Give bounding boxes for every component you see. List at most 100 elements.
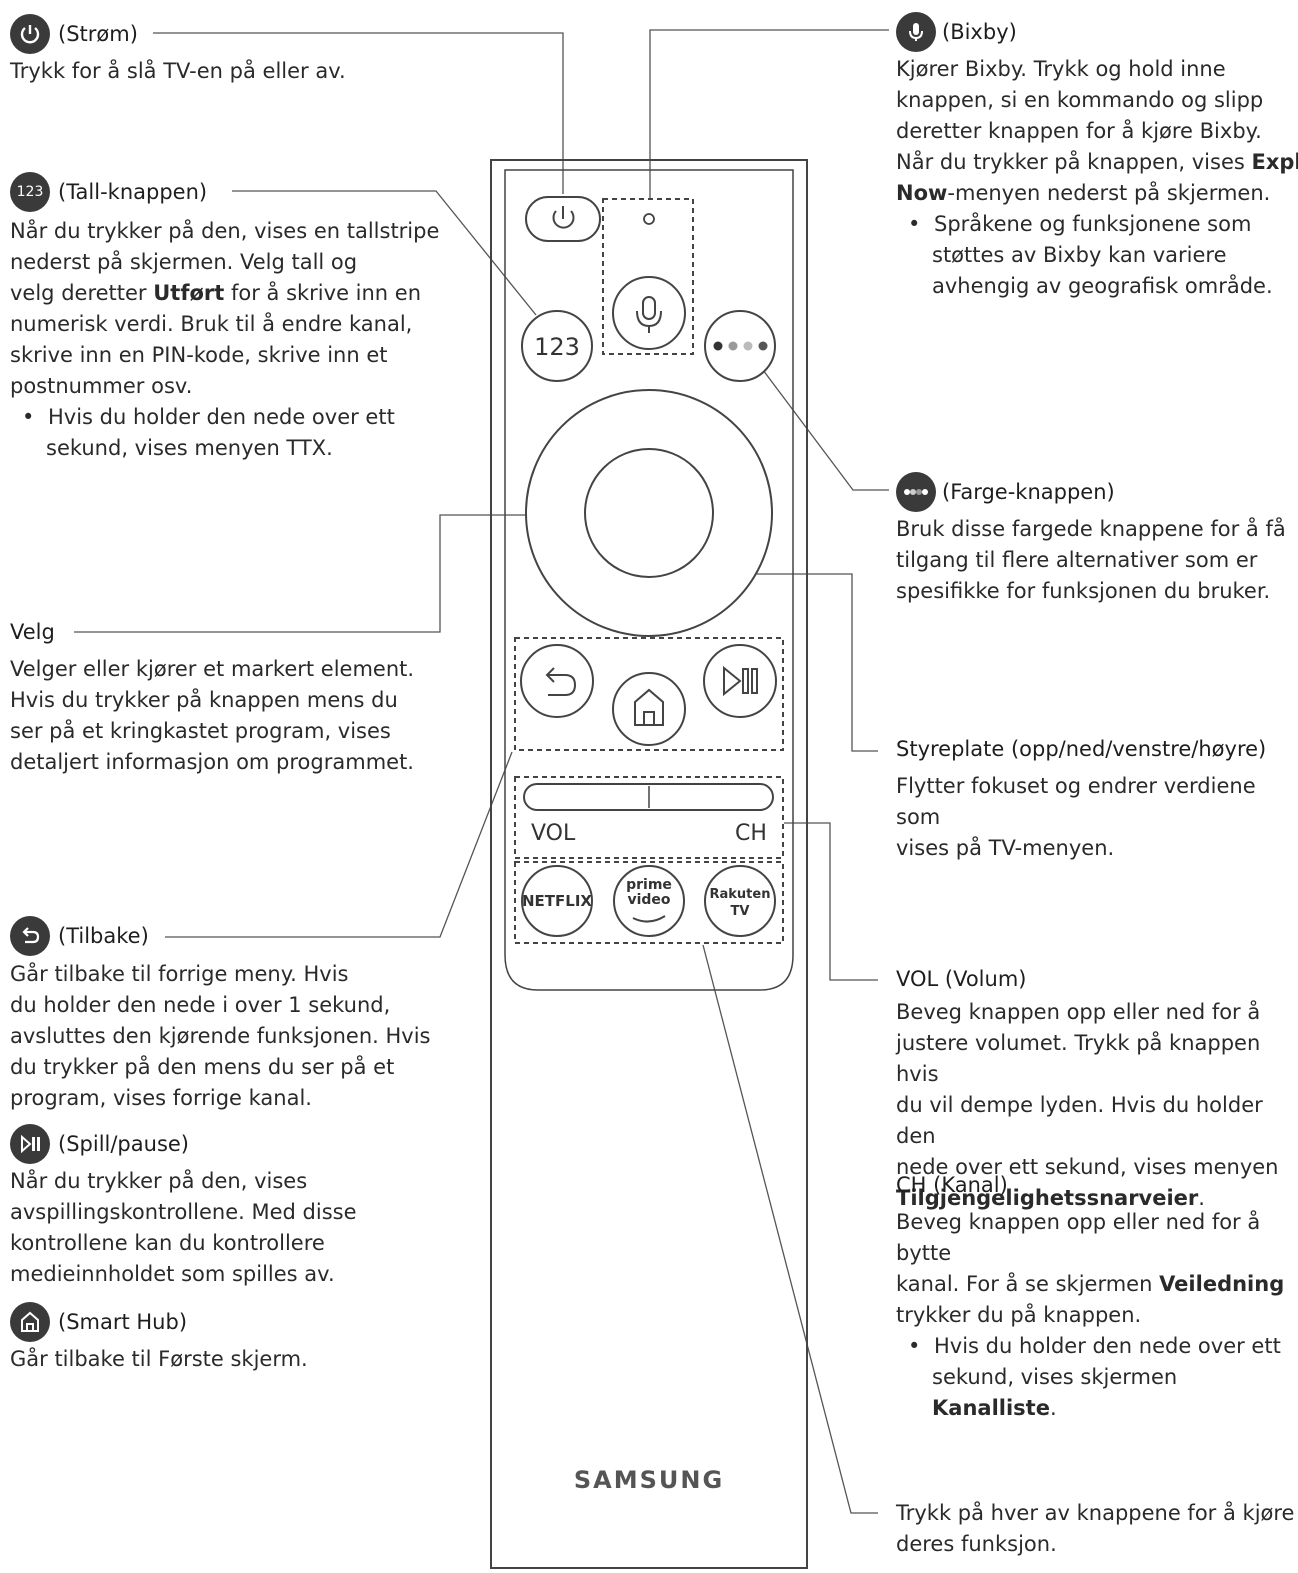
microphone-hole xyxy=(643,213,655,225)
apps-desc-1: Trykk på hver av knappene for å kjøre xyxy=(896,1501,1295,1525)
vol-desc-1: Beveg knappen opp eller ned for å xyxy=(896,1000,1261,1024)
numbers-desc-3: velg deretter Utført for å skrive inn en xyxy=(10,281,422,305)
color-dots-icon xyxy=(896,472,936,512)
microphone-icon xyxy=(896,12,936,52)
bixby-section: (Bixby) Kjører Bixby. Trykk og hold inne… xyxy=(896,12,1298,302)
color-dots-icon xyxy=(713,341,768,351)
bixby-desc-1: Kjører Bixby. Trykk og hold inne xyxy=(896,57,1226,81)
bixby-button xyxy=(612,276,686,350)
ch-desc-1: Beveg knappen opp eller ned for å bytte xyxy=(896,1210,1261,1265)
ch-title: CH (Kanal) xyxy=(896,1173,1008,1197)
dpad-desc-1: Flytter fokuset og endrer verdiene som xyxy=(896,774,1256,829)
back-arrow-icon xyxy=(545,667,577,696)
bixby-desc-4: Når du trykker på knappen, vises Explore xyxy=(896,150,1298,174)
numbers-desc-1: Når du trykker på den, vises en tallstri… xyxy=(10,219,440,243)
color-callout-line xyxy=(762,369,889,491)
bixby-desc-3: deretter knappen for å kjøre Bixby. xyxy=(896,119,1262,143)
color-title: (Farge-knappen) xyxy=(942,479,1115,504)
apps-callout-line xyxy=(702,944,878,1514)
vol-callout-line xyxy=(784,822,878,981)
rakuten-tv-button xyxy=(704,865,776,937)
back-desc-2: du holder den nede i over 1 sekund, xyxy=(10,993,391,1017)
ch-desc-2: kanal. For å se skjermen Veiledning xyxy=(896,1272,1285,1296)
numbers-desc-6: postnummer osv. xyxy=(10,374,193,398)
remote-body xyxy=(490,159,808,1569)
color-desc-3: spesifikke for funksjonen du bruker. xyxy=(896,579,1271,603)
back-title: (Tilbake) xyxy=(58,923,149,948)
play-pause-desc-4: medieinnholdet som spilles av. xyxy=(10,1262,335,1286)
back-arrow-icon xyxy=(10,916,50,956)
back-callout-line xyxy=(165,751,513,938)
play-pause-icon xyxy=(10,1124,50,1164)
bixby-desc-5: Now-menyen nederst på skjermen. xyxy=(896,181,1271,205)
netflix-button xyxy=(521,865,593,937)
numbers-desc-4: numerisk verdi. Bruk til å endre kanal, xyxy=(10,312,413,336)
color-desc-1: Bruk disse fargede knappene for å få xyxy=(896,517,1286,541)
select-desc-2: Hvis du trykker på knappen mens du xyxy=(10,688,398,712)
samsung-logo: SAMSUNG xyxy=(573,1466,725,1494)
numbers-callout-line xyxy=(232,190,537,316)
play-pause-title: (Spill/pause) xyxy=(58,1131,189,1156)
select-button xyxy=(584,448,714,578)
media-area xyxy=(514,637,784,751)
power-callout-line xyxy=(153,32,564,194)
vol-desc-3: du vil dempe lyden. Hvis du holder den xyxy=(896,1093,1263,1148)
back-desc-4: du trykker på den mens du ser på et xyxy=(10,1055,395,1079)
power-icon xyxy=(10,14,50,54)
vol-ch-area xyxy=(514,776,784,859)
vol-section: VOL (Volum) Beveg knappen opp eller ned … xyxy=(896,964,1296,1214)
home-icon xyxy=(634,688,664,726)
color-desc-2: tilgang til flere alternativer som er xyxy=(896,548,1258,572)
apps-area xyxy=(514,861,784,944)
ch-desc-3: trykker du på knappen. xyxy=(896,1303,1142,1327)
dpad-section: Styreplate (opp/ned/venstre/høyre) Flytt… xyxy=(896,734,1296,864)
smart-hub-title: (Smart Hub) xyxy=(58,1309,188,1334)
remote-upper-panel xyxy=(504,169,794,991)
ch-section: CH (Kanal) Beveg knappen opp eller ned f… xyxy=(896,1170,1296,1424)
select-section: Velg Velger eller kjører et markert elem… xyxy=(10,617,450,778)
numbers-button-label: 123 xyxy=(534,333,580,361)
numbers-title: (Tall-knappen) xyxy=(58,179,208,204)
power-title: (Strøm) xyxy=(58,21,138,46)
vol-title: VOL (Volum) xyxy=(896,967,1027,991)
numbers-section: 123 (Tall-knappen) Når du trykker på den… xyxy=(10,172,450,464)
home-button xyxy=(612,672,686,746)
bixby-desc-2: knappen, si en kommando og slipp xyxy=(896,88,1264,112)
power-section: (Strøm) Trykk for å slå TV-en på eller a… xyxy=(10,14,470,87)
bixby-title: (Bixby) xyxy=(942,19,1017,44)
select-desc-3: ser på et kringkastet program, vises xyxy=(10,719,391,743)
back-section: (Tilbake) Går tilbake til forrige meny. … xyxy=(10,916,450,1114)
numbers-button xyxy=(521,310,593,382)
vol-desc-4: nede over ett sekund, vises menyen xyxy=(896,1155,1279,1179)
power-icon xyxy=(552,206,575,229)
smart-hub-section: (Smart Hub) Går tilbake til Første skjer… xyxy=(10,1302,450,1375)
power-description: Trykk for å slå TV-en på eller av. xyxy=(10,59,346,83)
ch-label: CH xyxy=(735,821,767,846)
vol-label: VOL xyxy=(531,821,576,846)
back-desc-1: Går tilbake til forrige meny. Hvis xyxy=(10,962,349,986)
play-pause-desc-1: Når du trykker på den, vises xyxy=(10,1169,308,1193)
apps-section: Trykk på hver av knappene for å kjøre de… xyxy=(896,1498,1296,1560)
select-desc-4: detaljert informasjon om programmet. xyxy=(10,750,414,774)
microphone-icon xyxy=(636,296,662,333)
home-icon xyxy=(10,1302,50,1342)
back-button xyxy=(520,644,594,718)
dpad-callout-line xyxy=(714,573,878,752)
bixby-area xyxy=(602,198,694,355)
ch-bullet: Hvis du holder den nede over ettsekund, … xyxy=(896,1331,1296,1424)
vol-desc-5: Tilgjengelighetssnarveier. xyxy=(896,1186,1205,1210)
vol-desc-2: justere volumet. Trykk på knappen hvis xyxy=(896,1031,1261,1086)
numbers-bullet: Hvis du holder den nede over ettsekund, … xyxy=(10,402,450,464)
prime-smile-icon xyxy=(632,915,666,923)
play-pause-desc-2: avspillingskontrollene. Med disse xyxy=(10,1200,357,1224)
color-section: (Farge-knappen) Bruk disse fargede knapp… xyxy=(896,472,1296,607)
netflix-label: NETFLIX xyxy=(522,892,592,910)
dpad-title: Styreplate (opp/ned/venstre/høyre) xyxy=(896,737,1267,761)
bixby-callout-line xyxy=(649,29,889,199)
dpad-desc-2: vises på TV-menyen. xyxy=(896,836,1115,860)
prime-video-button xyxy=(613,865,685,937)
smart-hub-description: Går tilbake til Første skjerm. xyxy=(10,1347,308,1371)
